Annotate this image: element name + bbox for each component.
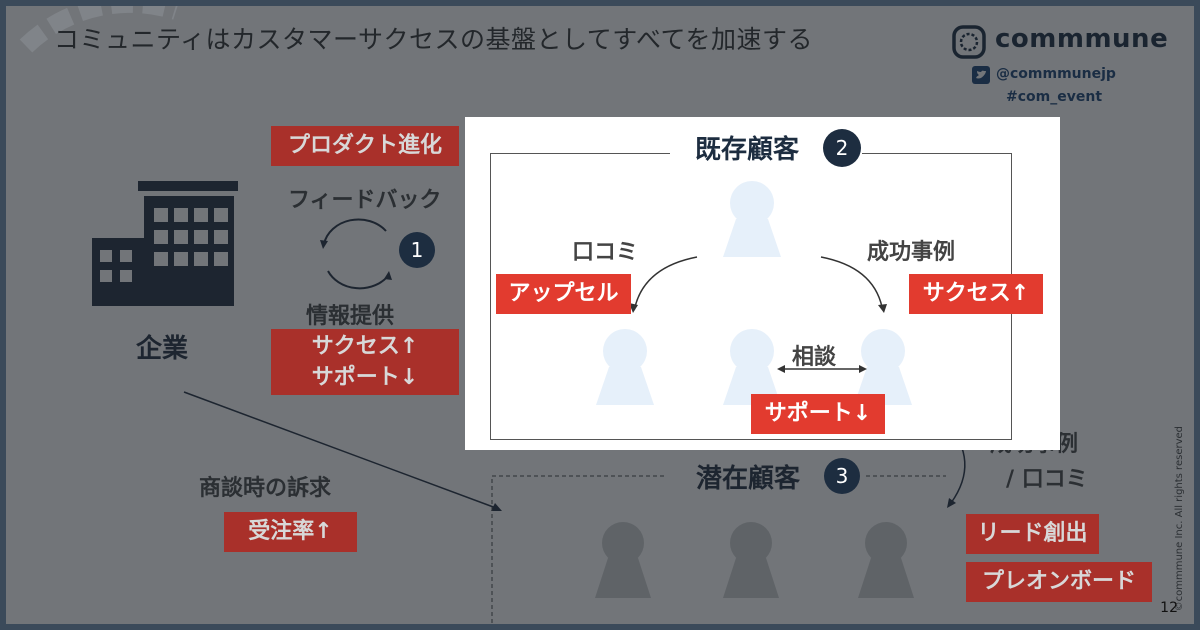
potential-customers-area — [491, 475, 946, 624]
existing-success-up-box: サクセス↑ — [909, 274, 1043, 314]
twitter-icon — [972, 66, 990, 84]
company-success-support-box: サクセス↑ サポート↓ — [271, 329, 459, 395]
potential-word-of-mouth: / 口コミ — [1006, 467, 1088, 492]
company-support-down: サポート↓ — [311, 365, 419, 390]
company-success-up: サクセス↑ — [311, 334, 419, 359]
company-label: 企業 — [136, 334, 189, 364]
existing-customers-panel: 既存顧客 2 口コミ アップセル 成功事例 サクセス↑ 相談 サポート↓ — [465, 117, 1060, 450]
existing-success-story: 成功事例 — [867, 240, 956, 265]
potential-number-3: 3 — [824, 458, 860, 494]
twitter-row: @commmunejp — [972, 66, 1152, 86]
existing-word-of-mouth: 口コミ — [572, 240, 639, 265]
preonboard-box: プレオンボード — [966, 562, 1152, 602]
upsell-box: アップセル — [496, 274, 631, 314]
twitter-handle[interactable]: @commmunejp — [996, 66, 1116, 82]
slide-title: コミュニティはカスタマーサクセスの基盤としてすべてを加速する — [54, 25, 814, 54]
copyright-text: ©commmune Inc. All rights reserved — [1174, 426, 1185, 612]
pitch-label: 商談時の訴求 — [199, 476, 332, 501]
company-to-potential-arrow — [183, 391, 502, 511]
cycle-arrows-icon — [320, 218, 392, 290]
decor-arcs — [19, 6, 178, 53]
logo-text: commmune — [995, 24, 1169, 54]
brand-logo: commmune — [951, 24, 1168, 60]
existing-support-down-box: サポート↓ — [751, 394, 885, 434]
cycle-number-1: 1 — [399, 232, 435, 268]
existing-person-icons — [596, 181, 912, 405]
potential-person-icons — [595, 522, 914, 598]
consultation-label: 相談 — [792, 345, 837, 370]
existing-customers-title: 既存顧客 — [695, 135, 800, 165]
potential-customers-title: 潜在顧客 — [696, 464, 801, 494]
feedback-label: フィードバック — [288, 188, 442, 213]
building-icon — [92, 181, 238, 306]
existing-number-2: 2 — [823, 129, 861, 167]
existing-customers-diagram — [596, 181, 912, 405]
order-rate-box: 受注率↑ — [224, 512, 357, 552]
page-number: 12 — [1160, 600, 1178, 616]
info-provision-label: 情報提供 — [306, 304, 395, 329]
commmune-logo-icon — [952, 25, 986, 59]
product-evolution-box: プロダクト進化 — [271, 126, 459, 166]
event-hashtag: #com_event — [1006, 89, 1103, 105]
lead-generation-box: リード創出 — [966, 514, 1099, 554]
